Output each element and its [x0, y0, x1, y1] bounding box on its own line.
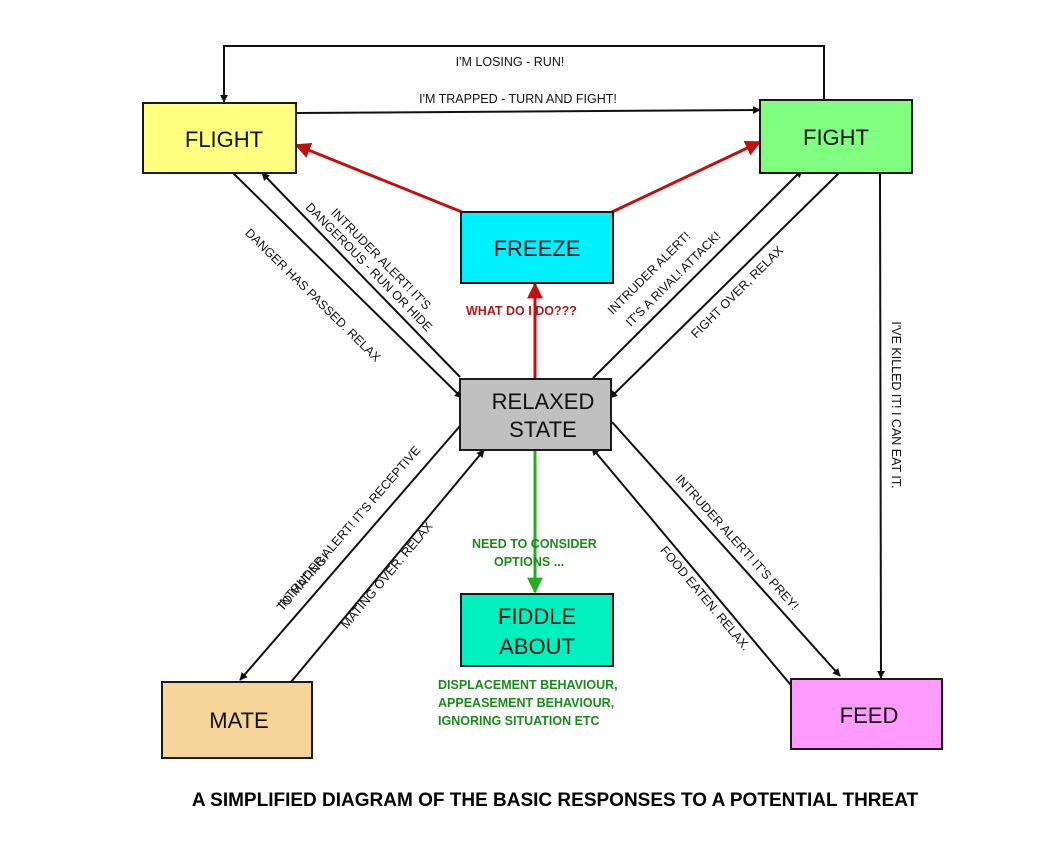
- edge-rival-attack: [592, 169, 803, 379]
- node-relaxed-box: [459, 378, 612, 451]
- node-relaxed-state: RELAXED STATE: [459, 378, 612, 451]
- node-freeze-box: [460, 211, 614, 284]
- diagram-title: A SIMPLIFIED DIAGRAM OF THE BASIC RESPON…: [192, 790, 919, 811]
- node-freeze: FREEZE: [460, 211, 614, 284]
- note-displacement-line3: IGNORING SITUATION ETC: [438, 714, 600, 728]
- label-trapped-fight: I'M TRAPPED - TURN AND FIGHT!: [419, 92, 617, 106]
- label-killed-it: I'VE KILLED IT! I CAN EAT IT.: [889, 321, 903, 488]
- label-receptive-line2: TO MATING!: [274, 551, 332, 614]
- note-displacement-line2: APPEASEMENT BEHAVIOUR,: [438, 696, 614, 710]
- node-fight: FIGHT: [759, 99, 913, 174]
- edge-receptive: [239, 425, 461, 681]
- label-food-eaten: FOOD EATEN. RELAX.: [657, 543, 752, 653]
- black-edges: [220, 45, 885, 691]
- node-relaxed-label-line1: RELAXED: [492, 389, 595, 414]
- label-mating-over: MATING OVER. RELAX: [338, 519, 436, 632]
- edge-freeze-to-flight: [294, 142, 463, 214]
- node-fiddle-box: [460, 593, 614, 667]
- node-flight-label: FLIGHT: [185, 127, 263, 152]
- edge-losing-run: [220, 45, 825, 103]
- node-feed: FEED: [790, 678, 943, 750]
- edge-prey: [611, 421, 841, 677]
- label-losing-run: I'M LOSING - RUN!: [456, 55, 565, 69]
- node-freeze-label: FREEZE: [494, 236, 581, 261]
- node-relaxed-label-line2: STATE: [509, 417, 577, 442]
- note-consider-line2: OPTIONS ...: [494, 555, 564, 569]
- node-mate-box: [161, 681, 313, 759]
- note-displacement-line1: DISPLACEMENT BEHAVIOUR,: [438, 678, 618, 692]
- edge-run-or-hide: [261, 172, 461, 378]
- node-fight-box: [759, 99, 913, 174]
- node-feed-box: [790, 678, 943, 750]
- node-fiddle-label-line1: FIDDLE: [498, 604, 576, 629]
- edge-danger-passed: [231, 171, 463, 399]
- node-flight-box: [142, 102, 297, 174]
- edge-food-eaten: [591, 447, 796, 691]
- node-fiddle-label-line2: ABOUT: [499, 634, 575, 659]
- note-what-do-i-do: WHAT DO I DO???: [466, 304, 577, 318]
- node-flight: FLIGHT: [142, 102, 297, 174]
- red-edges: [294, 140, 762, 378]
- node-feed-label: FEED: [840, 703, 899, 728]
- edge-trapped-fight: [295, 106, 761, 115]
- node-mate: MATE: [161, 681, 313, 759]
- node-fiddle-about: FIDDLE ABOUT: [460, 593, 614, 667]
- edge-fight-over: [609, 171, 841, 399]
- node-fight-label: FIGHT: [803, 125, 869, 150]
- edge-mating-over: [290, 449, 485, 683]
- edge-freeze-to-fight: [611, 140, 762, 214]
- note-consider-line1: NEED TO CONSIDER: [472, 537, 597, 551]
- edge-killed-it: [876, 173, 885, 679]
- node-mate-label: MATE: [209, 708, 268, 733]
